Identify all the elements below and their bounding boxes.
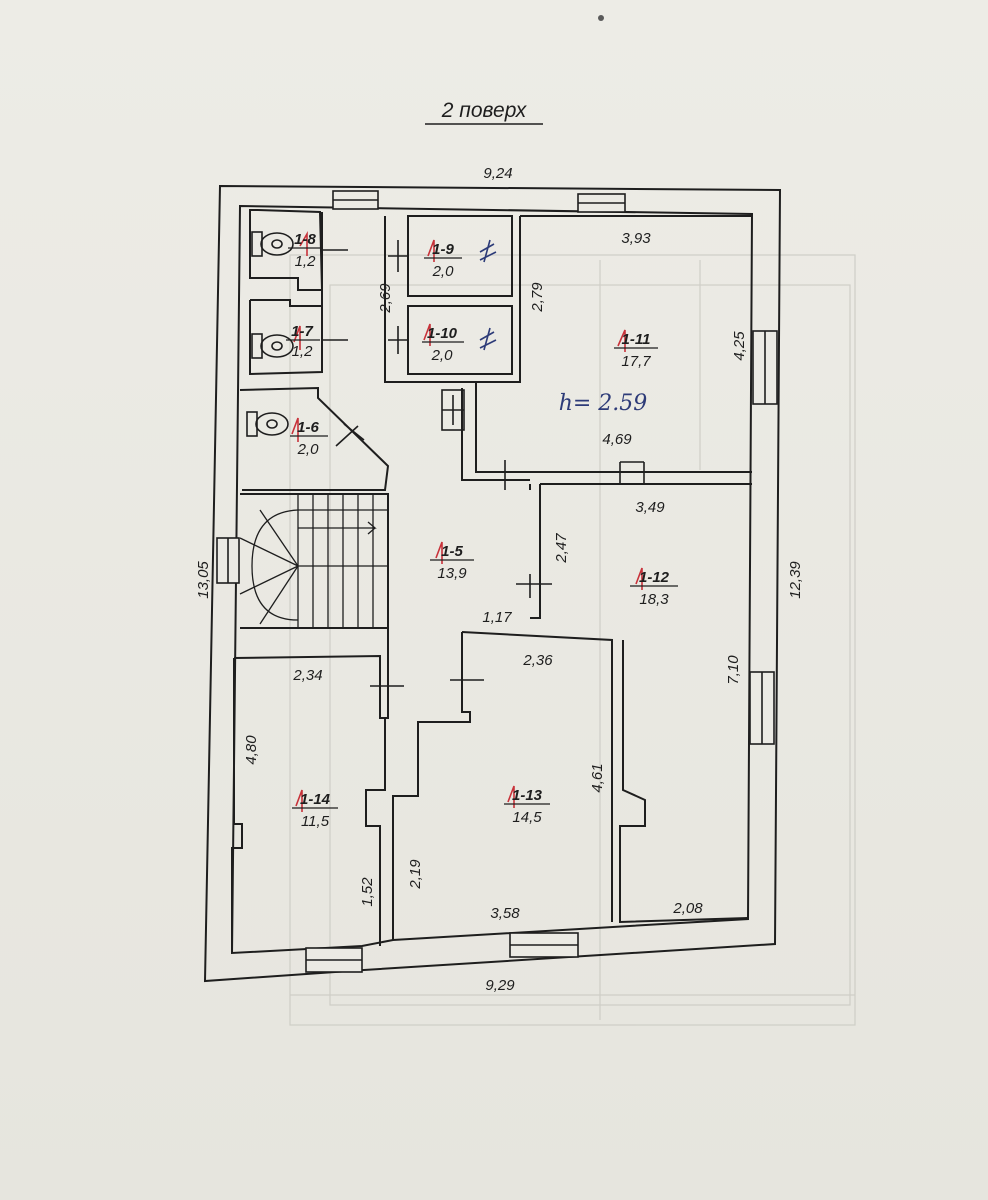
staircase — [239, 494, 388, 628]
dim-7-10: 7,10 — [725, 655, 742, 685]
room-id: 1-7 — [291, 323, 313, 340]
dim-4-80: 4,80 — [243, 735, 260, 765]
room-id: 1-14 — [300, 791, 331, 808]
room-area: 17,7 — [621, 353, 651, 370]
room-label-1-10: 1-10 2,0 — [422, 325, 464, 364]
room-label-1-8: 1-8 1,2 — [288, 231, 322, 270]
room-label-1-7: 1-7 1,2 — [286, 323, 320, 360]
dim-2-69: 2,69 — [377, 283, 394, 314]
dim-2-36: 2,36 — [522, 652, 553, 669]
room-area: 2,0 — [431, 347, 454, 364]
room-id: 1-13 — [512, 787, 543, 804]
room-area: 11,5 — [301, 813, 330, 830]
toilet-icon — [251, 231, 294, 257]
room-area: 2,0 — [297, 441, 320, 458]
meter-box — [441, 389, 465, 431]
room-id: 1-11 — [622, 331, 651, 348]
room-label-1-12: 1-12 18,3 — [630, 569, 678, 608]
dust-speck — [598, 15, 604, 21]
room-id: 1-5 — [441, 543, 463, 560]
dim-left-overall: 13,05 — [195, 561, 212, 599]
dim-2-79: 2,79 — [529, 282, 546, 313]
dim-2-47: 2,47 — [553, 533, 570, 564]
dim-3-93: 3,93 — [621, 230, 651, 247]
dim-bottom-overall: 9,29 — [485, 977, 515, 994]
room-id: 1-12 — [639, 569, 670, 586]
door-marks — [322, 240, 645, 696]
dim-3-49: 3,49 — [635, 499, 665, 516]
dim-2-19: 2,19 — [407, 859, 424, 890]
room-label-1-13: 1-13 14,5 — [504, 787, 550, 826]
toilet-icons — [246, 231, 294, 437]
dim-4-69: 4,69 — [602, 431, 632, 448]
pen-marks — [479, 239, 497, 351]
dim-2-08: 2,08 — [672, 900, 703, 917]
dim-4-61: 4,61 — [589, 763, 606, 792]
red-id-marks — [291, 231, 643, 812]
ceiling-height-note: h= 2.59 — [559, 391, 648, 416]
room-label-1-9: 1-9 2,0 — [424, 241, 462, 280]
room-label-1-5: 1-5 13,9 — [430, 543, 474, 582]
room-label-1-6: 1-6 2,0 — [290, 419, 328, 458]
room-label-1-14: 1-14 11,5 — [292, 791, 338, 830]
dim-2-34: 2,34 — [292, 667, 322, 684]
windows — [216, 190, 778, 973]
dim-top-overall: 9,24 — [483, 165, 512, 182]
toilet-icon — [251, 333, 294, 359]
room-id: 1-9 — [432, 241, 454, 258]
room-area: 1,2 — [295, 253, 317, 270]
room-id: 1-8 — [294, 231, 316, 248]
room-area: 13,9 — [437, 565, 467, 582]
room-id: 1-10 — [427, 325, 458, 342]
room-area: 18,3 — [639, 591, 669, 608]
room-label-1-11: 1-11 17,7 — [614, 331, 658, 370]
dim-right-overall: 12,39 — [787, 561, 804, 599]
dim-1-52: 1,52 — [359, 877, 376, 907]
toilet-icon — [246, 411, 289, 437]
floor-title: 2 поверх — [441, 99, 528, 122]
dim-1-17: 1,17 — [482, 609, 512, 626]
room-area: 14,5 — [512, 809, 542, 826]
dim-4-25: 4,25 — [731, 331, 748, 361]
room-area: 1,2 — [292, 343, 314, 360]
interior-walls — [231, 209, 752, 953]
room-id: 1-6 — [297, 419, 319, 436]
dim-3-58: 3,58 — [490, 905, 520, 922]
room-area: 2,0 — [432, 263, 455, 280]
